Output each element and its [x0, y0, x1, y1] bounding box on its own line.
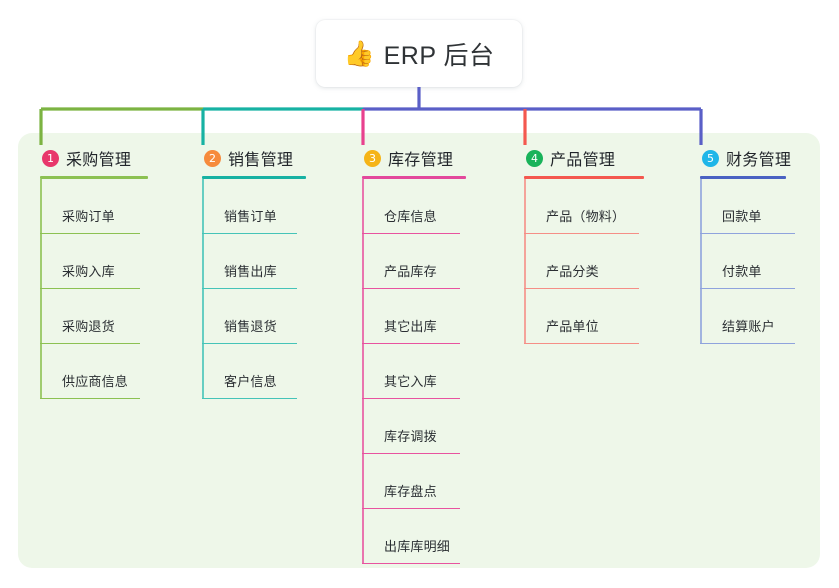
leaf-underline — [40, 232, 140, 234]
column-header-4[interactable]: 4 产品管理 — [524, 145, 644, 171]
leaf-underline — [524, 287, 639, 289]
column-采购管理: 1 采购管理采购订单采购入库采购退货供应商信息 — [40, 145, 148, 399]
column-header-2[interactable]: 2 销售管理 — [202, 145, 306, 171]
column-header-5[interactable]: 5 财务管理 — [700, 145, 791, 171]
leaf-list: 仓库信息产品库存其它出库其它入库库存调拨库存盘点出库库明细 — [362, 179, 466, 564]
leaf-item[interactable]: 销售订单 — [202, 179, 306, 234]
leaf-label: 产品（物料） — [546, 209, 626, 224]
leaf-item[interactable]: 结算账户 — [700, 289, 795, 344]
leaf-label: 回款单 — [722, 209, 762, 224]
leaf-label: 销售退货 — [224, 319, 277, 334]
leaf-item[interactable]: 销售退货 — [202, 289, 306, 344]
leaf-underline — [362, 287, 460, 289]
column-underline — [202, 176, 306, 179]
column-库存管理: 3 库存管理仓库信息产品库存其它出库其它入库库存调拨库存盘点出库库明细 — [362, 145, 466, 564]
leaf-underline — [202, 397, 297, 399]
number-badge-icon: 2 — [204, 149, 221, 167]
leaf-label: 采购订单 — [62, 209, 115, 224]
leaf-underline — [40, 397, 140, 399]
leaf-label: 产品分类 — [546, 264, 599, 279]
column-销售管理: 2 销售管理销售订单销售出库销售退货客户信息 — [202, 145, 306, 399]
number-badge-icon: 4 — [526, 149, 543, 167]
leaf-item[interactable]: 产品分类 — [524, 234, 644, 289]
leaf-item[interactable]: 其它出库 — [362, 289, 466, 344]
leaf-label: 客户信息 — [224, 374, 277, 389]
column-产品管理: 4 产品管理产品（物料） 产品分类产品单位 — [524, 145, 644, 344]
column-title: 销售管理 — [228, 152, 294, 169]
leaf-item[interactable]: 销售出库 — [202, 234, 306, 289]
column-title: 采购管理 — [66, 152, 132, 169]
leaf-label: 结算账户 — [722, 319, 775, 334]
leaf-underline — [362, 452, 460, 454]
leaf-item[interactable]: 采购入库 — [40, 234, 148, 289]
leaf-item[interactable]: 产品库存 — [362, 234, 466, 289]
leaf-underline — [362, 507, 460, 509]
leaf-label: 其它入库 — [384, 374, 437, 389]
leaf-underline — [700, 342, 795, 344]
column-header-1[interactable]: 1 采购管理 — [40, 145, 148, 171]
leaf-label: 付款单 — [722, 264, 762, 279]
number-badge-icon: 3 — [364, 149, 381, 167]
column-underline — [700, 176, 786, 179]
leaf-underline — [40, 342, 140, 344]
column-title: 库存管理 — [388, 152, 454, 169]
leaf-item[interactable]: 供应商信息 — [40, 344, 148, 399]
leaf-item[interactable]: 产品单位 — [524, 289, 644, 344]
leaf-label: 产品库存 — [384, 264, 437, 279]
leaf-underline — [524, 342, 639, 344]
leaf-item[interactable]: 回款单 — [700, 179, 795, 234]
column-title: 产品管理 — [550, 152, 616, 169]
leaf-label: 仓库信息 — [384, 209, 437, 224]
leaf-label: 销售出库 — [224, 264, 277, 279]
leaf-label: 出库库明细 — [384, 539, 451, 554]
leaf-underline — [202, 232, 297, 234]
column-underline — [40, 176, 148, 179]
leaf-item[interactable]: 采购订单 — [40, 179, 148, 234]
leaf-underline — [362, 562, 460, 564]
leaf-label: 供应商信息 — [62, 374, 129, 389]
leaf-label: 产品单位 — [546, 319, 599, 334]
leaf-underline — [524, 232, 639, 234]
leaf-item[interactable]: 仓库信息 — [362, 179, 466, 234]
leaf-item[interactable]: 采购退货 — [40, 289, 148, 344]
leaf-underline — [700, 287, 795, 289]
leaf-underline — [362, 232, 460, 234]
leaf-item[interactable]: 产品（物料） — [524, 179, 644, 234]
branch-panel — [18, 133, 820, 568]
root-node[interactable]: 👍 ERP 后台 — [316, 20, 522, 87]
leaf-list: 采购订单采购入库采购退货供应商信息 — [40, 179, 148, 399]
column-underline — [524, 176, 644, 179]
leaf-list: 销售订单销售出库销售退货客户信息 — [202, 179, 306, 399]
root-title: ERP 后台 — [383, 41, 495, 70]
leaf-underline — [202, 287, 297, 289]
column-underline — [362, 176, 466, 179]
leaf-underline — [40, 287, 140, 289]
leaf-list: 回款单付款单结算账户 — [700, 179, 795, 344]
leaf-item[interactable]: 其它入库 — [362, 344, 466, 399]
thumbs-up-icon: 👍 — [343, 39, 375, 68]
number-badge-icon: 1 — [42, 149, 59, 167]
leaf-underline — [202, 342, 297, 344]
column-title: 财务管理 — [726, 152, 792, 169]
leaf-list: 产品（物料） 产品分类产品单位 — [524, 179, 644, 344]
column-财务管理: 5 财务管理回款单付款单结算账户 — [700, 145, 795, 344]
leaf-label: 库存盘点 — [384, 484, 437, 499]
number-badge-icon: 5 — [702, 149, 719, 167]
leaf-item[interactable]: 付款单 — [700, 234, 795, 289]
leaf-underline — [700, 232, 795, 234]
leaf-label: 采购退货 — [62, 319, 115, 334]
leaf-underline — [362, 342, 460, 344]
column-header-3[interactable]: 3 库存管理 — [362, 145, 466, 171]
leaf-item[interactable]: 库存调拨 — [362, 399, 466, 454]
leaf-item[interactable]: 出库库明细 — [362, 509, 466, 564]
leaf-underline — [362, 397, 460, 399]
leaf-label: 销售订单 — [224, 209, 277, 224]
leaf-label: 采购入库 — [62, 264, 115, 279]
leaf-item[interactable]: 客户信息 — [202, 344, 306, 399]
leaf-label: 其它出库 — [384, 319, 437, 334]
leaf-item[interactable]: 库存盘点 — [362, 454, 466, 509]
leaf-label: 库存调拨 — [384, 429, 437, 444]
